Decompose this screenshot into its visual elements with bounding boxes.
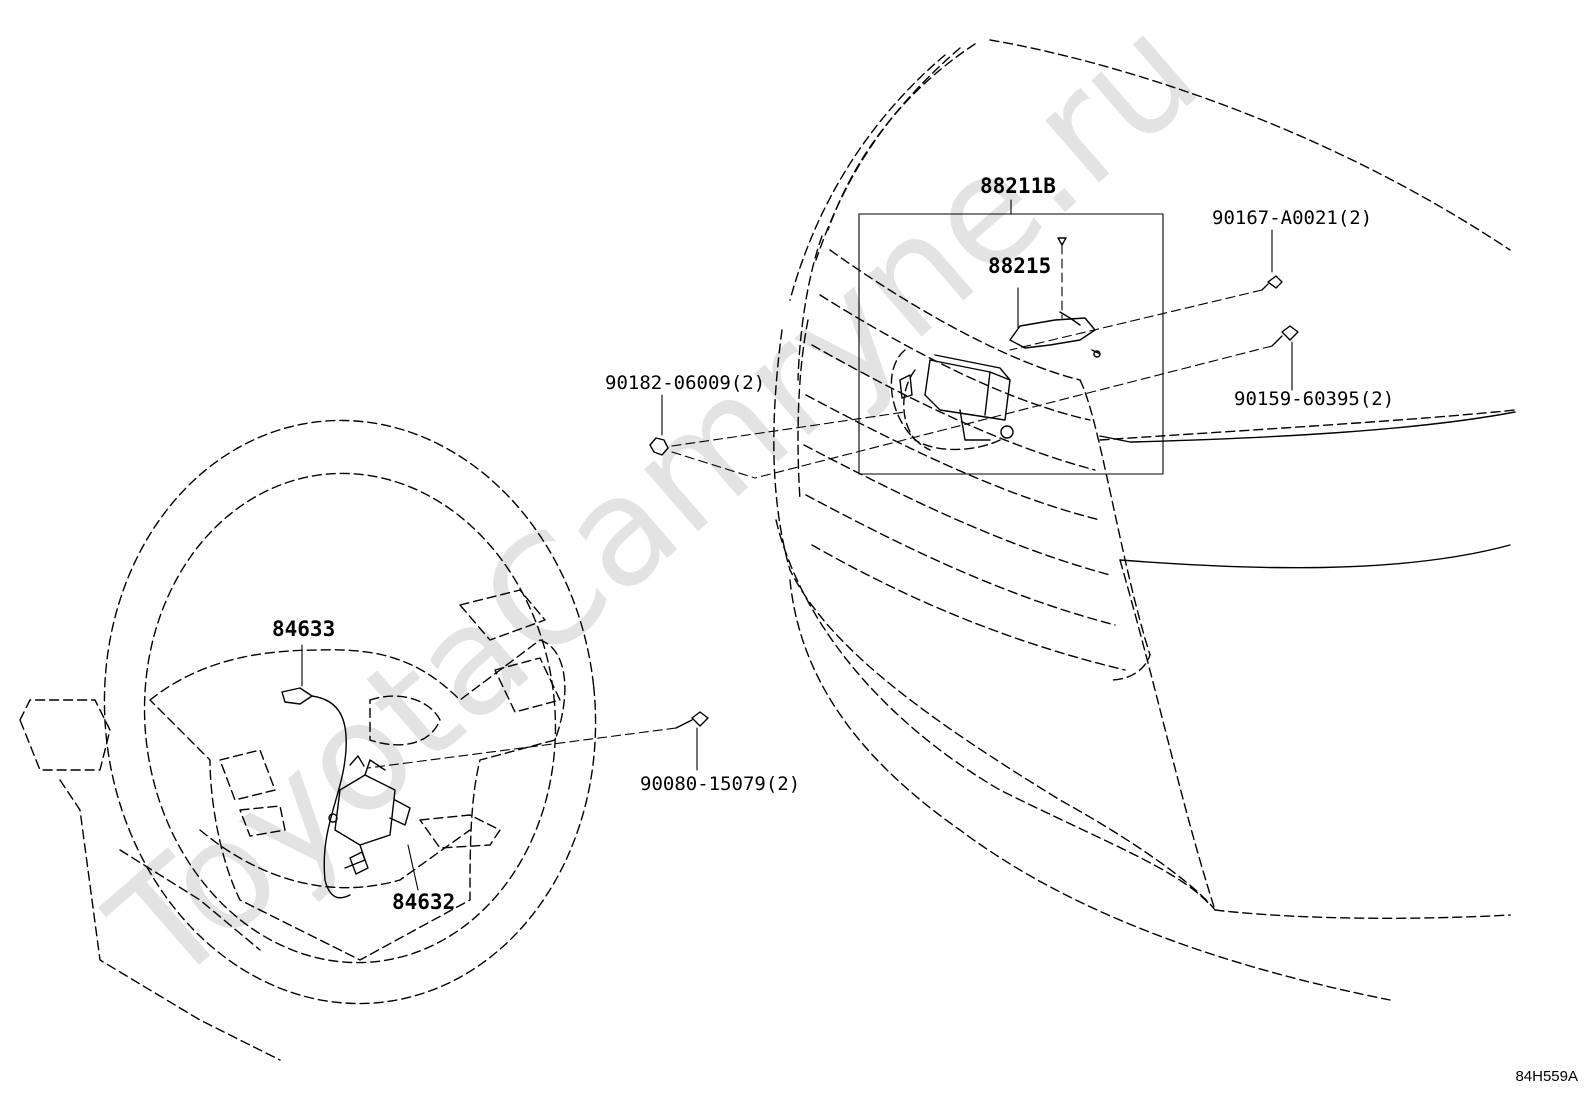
label-88211b: 88211B <box>980 174 1056 198</box>
label-84632: 84632 <box>392 890 455 914</box>
label-90182-06009: 90182-06009(2) <box>605 372 765 394</box>
label-88215: 88215 <box>988 254 1051 278</box>
front-bumper-outline <box>773 39 1516 1001</box>
label-90167-a0021: 90167-A0021(2) <box>1212 207 1372 229</box>
screw-90167 <box>1009 229 1283 351</box>
steering-wheel <box>19 419 597 1061</box>
label-90159-60395: 90159-60395(2) <box>1234 388 1394 410</box>
radar-sensor <box>890 349 1014 451</box>
label-90080-15079: 90080-15079(2) <box>640 773 800 795</box>
bolt-90159 <box>754 325 1299 479</box>
switch-wire-harness <box>281 644 369 899</box>
watermark-text: ToyotaCamryne.ru <box>79 0 1231 1018</box>
diagram-code: 84H559A <box>1515 1068 1578 1085</box>
nut-90182 <box>649 394 906 479</box>
label-84633: 84633 <box>272 617 335 641</box>
screw-90080 <box>367 711 709 771</box>
